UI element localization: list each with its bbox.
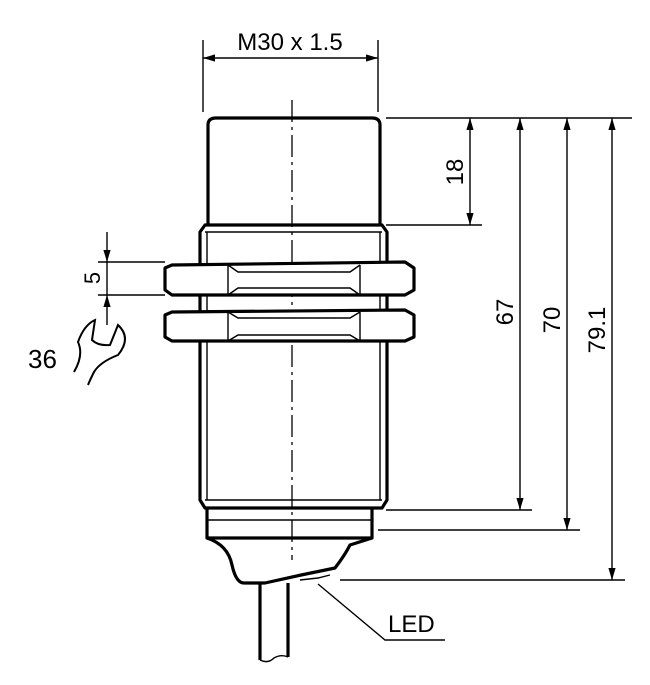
lock-nut-upper	[163, 260, 416, 297]
extension-lines	[340, 117, 632, 581]
dimension-70: 70	[539, 118, 571, 530]
dimension-79-1: 79.1	[584, 118, 616, 580]
svg-text:18: 18	[442, 159, 469, 186]
threaded-body	[198, 223, 389, 510]
thread-label: M30 x 1.5	[237, 29, 342, 56]
dimension-18: 18	[442, 118, 474, 225]
led-callout: LED	[317, 583, 445, 641]
svg-text:67: 67	[492, 299, 519, 326]
thread-dimension: M30 x 1.5	[202, 29, 379, 112]
wrench-size: 36	[28, 344, 57, 374]
cable	[258, 583, 290, 663]
led-label: LED	[388, 611, 435, 638]
dimension-67: 67	[492, 118, 524, 510]
sensor-cap	[206, 116, 382, 225]
dimension-5: 5	[80, 232, 165, 325]
sensor-head	[205, 508, 374, 585]
svg-text:70: 70	[539, 307, 566, 334]
svg-text:79.1: 79.1	[584, 307, 611, 354]
svg-text:5: 5	[80, 272, 105, 284]
lock-nut-lower	[163, 308, 416, 343]
wrench-icon	[73, 318, 126, 386]
